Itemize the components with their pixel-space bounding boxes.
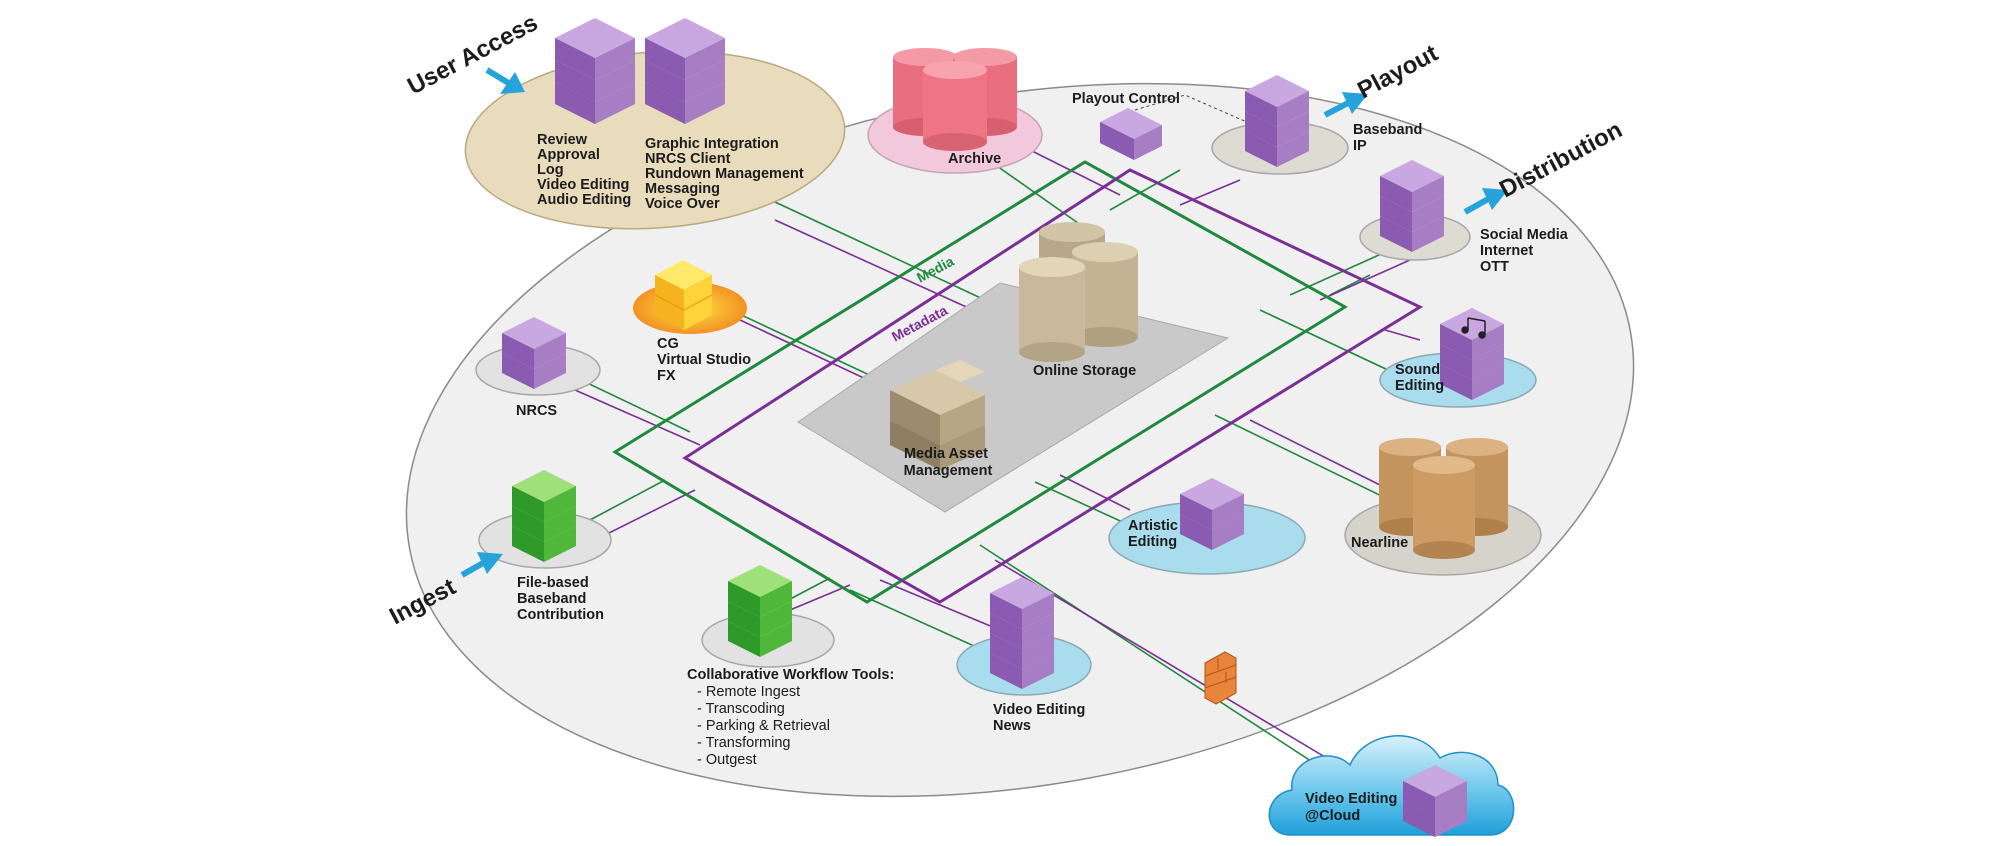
- server-stack-icon: [1403, 765, 1467, 837]
- arrow-icon: [460, 552, 503, 578]
- distribution-title: Distribution: [1495, 116, 1627, 203]
- collab-tools-title: Collaborative Workflow Tools:: [687, 667, 894, 683]
- playout-control-device-icon: [1100, 108, 1162, 160]
- artistic-editing-label: Artistic Editing: [1128, 518, 1182, 550]
- user-access-right-list: Graphic Integration NRCS Client Rundown …: [645, 136, 808, 212]
- server-stack-icon: [1380, 160, 1444, 252]
- collab-tools-list: - Remote Ingest - Transcoding - Parking …: [697, 684, 834, 768]
- nrcs-label: NRCS: [516, 403, 557, 419]
- server-stack-icon: [502, 317, 566, 389]
- arrow-icon: [1463, 188, 1508, 215]
- arrow-icon: [1323, 92, 1368, 118]
- online-storage-label: Online Storage: [1033, 363, 1136, 379]
- nearline-label: Nearline: [1351, 535, 1408, 551]
- storage-cylinder-icon: [1379, 438, 1508, 559]
- video-editing-cloud-label: Video Editing @Cloud: [1305, 791, 1401, 824]
- online-storage-icon: [1019, 222, 1138, 362]
- media-ring: [612, 160, 1348, 604]
- user-access-left-list: Review Approval Log Video Editing Audio …: [537, 132, 633, 208]
- ingest-sources-label: File-based Baseband Contribution: [517, 575, 604, 623]
- server-stack-icon: [1245, 75, 1309, 167]
- cg-device-icon: [654, 260, 713, 330]
- mam-boxes-icon: [890, 360, 985, 470]
- server-stack-icon: [645, 18, 725, 124]
- server-stack-icon: [728, 565, 792, 657]
- firewall-icon: [1204, 651, 1237, 705]
- playout-title: Playout: [1353, 40, 1442, 105]
- server-stack-icon: [990, 577, 1054, 689]
- playout-control-label: Playout Control: [1072, 91, 1180, 107]
- sound-editing-label: Sound Editing: [1395, 362, 1444, 394]
- server-stack-icon: [512, 470, 576, 562]
- metadata-ring: [682, 168, 1424, 604]
- video-editing-news-label: Video Editing News: [993, 702, 1089, 734]
- server-stack-icon: [555, 18, 635, 124]
- music-notes-icon: [1461, 317, 1486, 339]
- server-stack-icon: [1180, 478, 1244, 550]
- server-stack-icon: [1440, 308, 1504, 400]
- arrow-icon: [485, 67, 525, 94]
- archive-label: Archive: [948, 151, 1001, 167]
- storage-cylinder-icon: [893, 48, 1017, 151]
- cg-label: CG Virtual Studio FX: [657, 336, 755, 384]
- playout-outputs-label: Baseband IP: [1353, 122, 1426, 154]
- mam-label: Media Asset Management: [904, 446, 993, 479]
- distribution-outputs-label: Social Media Internet OTT: [1480, 227, 1572, 275]
